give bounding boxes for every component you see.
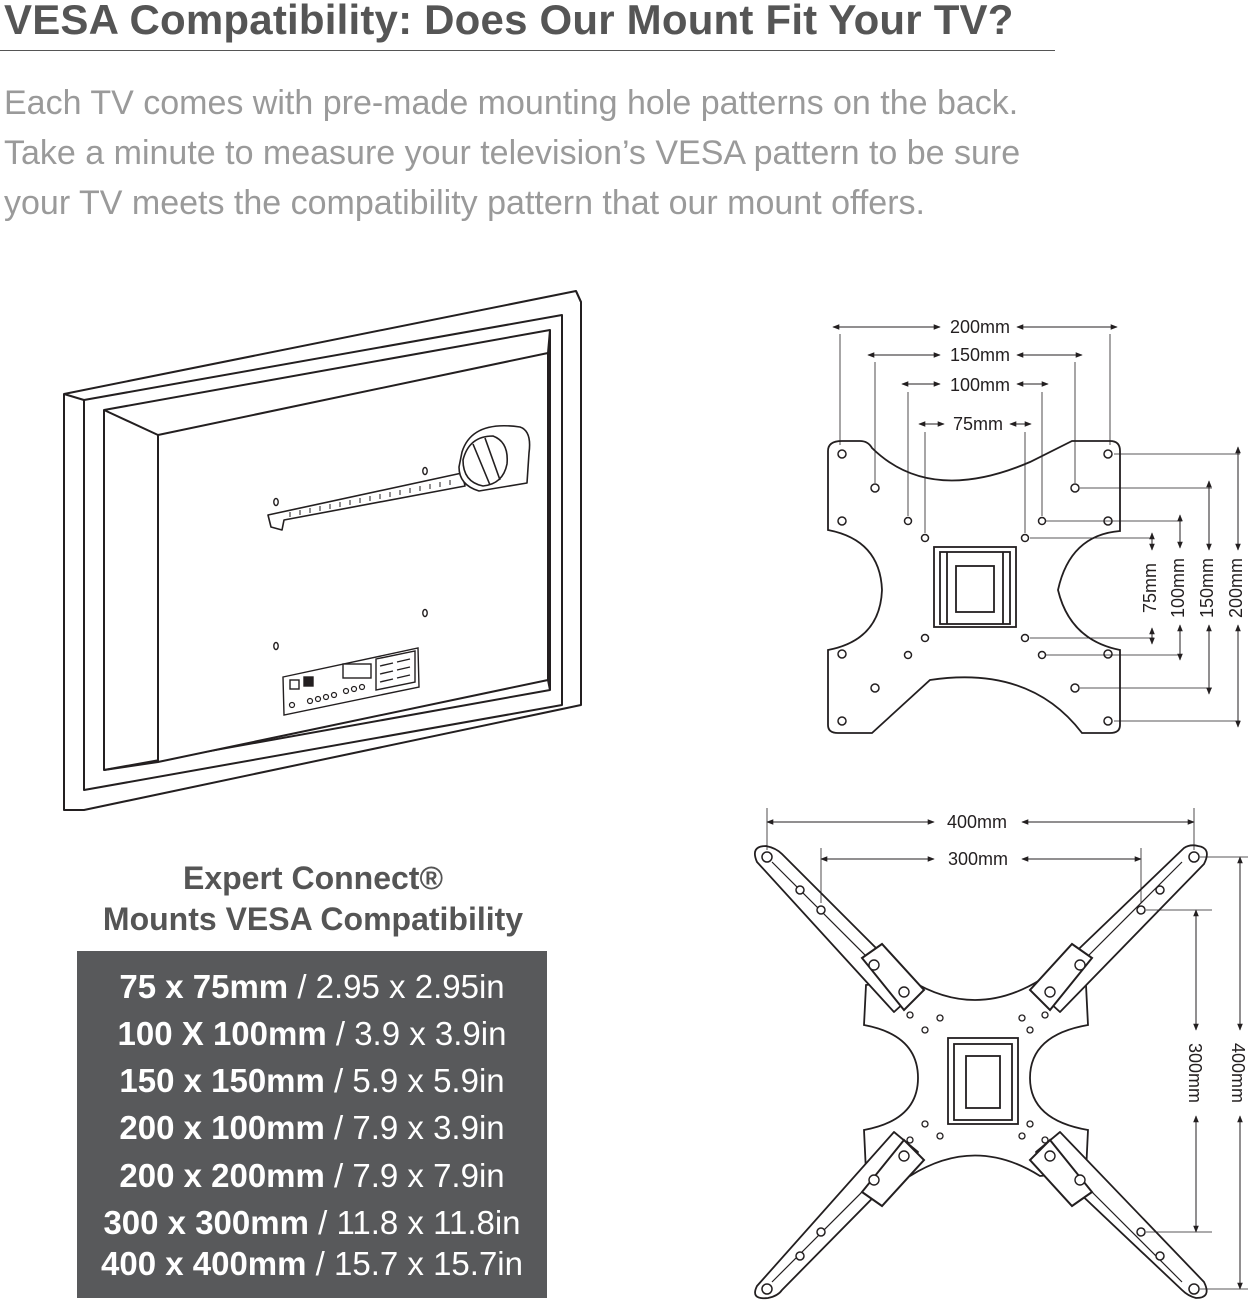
spec-row: 200 x 100mm / 7.9 x 3.9in <box>77 1109 547 1147</box>
spec-inch: / 15.7 x 15.7in <box>306 1245 523 1282</box>
small-plate-v-200-label: 200mm <box>1226 558 1246 618</box>
small-mount-plate-diagram: 200mm 150mm 100mm 75mm 75mm 100mm 150mm … <box>827 317 1246 734</box>
intro-paragraph: Each TV comes with pre-made mounting hol… <box>4 78 1124 228</box>
title-divider <box>0 50 1055 51</box>
spec-inch: / 11.8 x 11.8in <box>308 1204 521 1241</box>
spec-mm: 200 x 200mm <box>119 1157 325 1194</box>
small-plate-v-75-label: 75mm <box>1140 563 1160 613</box>
spec-mm: 75 x 75mm <box>119 968 289 1005</box>
tv-back-illustration <box>63 290 582 811</box>
page-title: VESA Compatibility: Does Our Mount Fit Y… <box>4 0 1014 43</box>
spec-inch: / 7.9 x 3.9in <box>324 1109 505 1146</box>
large-mount-plate-diagram: 400mm 300mm 300mm 400mm <box>754 808 1248 1300</box>
spec-mm: 150 x 150mm <box>119 1062 325 1099</box>
small-plate-h-100-label: 100mm <box>950 375 1010 395</box>
spec-row: 300 x 300mm / 11.8 x 11.8in <box>77 1204 547 1242</box>
spec-row: 200 x 200mm / 7.9 x 7.9in <box>77 1157 547 1195</box>
spec-mm: 200 x 100mm <box>119 1109 325 1146</box>
intro-line-1: Each TV comes with pre-made mounting hol… <box>4 84 1019 122</box>
intro-line-3: your TV meets the compatibility pattern … <box>4 184 925 222</box>
large-plate-v-300-label: 300mm <box>1185 1043 1205 1103</box>
spec-row: 75 x 75mm / 2.95 x 2.95in <box>77 968 547 1006</box>
large-plate-h-400-label: 400mm <box>947 812 1007 832</box>
spec-row: 100 X 100mm / 3.9 x 3.9in <box>77 1015 547 1053</box>
small-plate-h-200-label: 200mm <box>950 317 1010 337</box>
spec-mm: 400 x 400mm <box>101 1245 307 1282</box>
small-plate-h-75-label: 75mm <box>953 414 1003 434</box>
spec-row: 150 x 150mm / 5.9 x 5.9in <box>77 1062 547 1100</box>
large-plate-h-300-label: 300mm <box>948 849 1008 869</box>
spec-inch: / 2.95 x 2.95in <box>288 968 505 1005</box>
vesa-spec-box: 75 x 75mm / 2.95 x 2.95in 100 X 100mm / … <box>77 951 547 1298</box>
large-plate-v-400-label: 400mm <box>1228 1043 1248 1103</box>
small-plate-v-150-label: 150mm <box>1197 558 1217 618</box>
small-plate-h-150-label: 150mm <box>950 345 1010 365</box>
spec-mm: 300 x 300mm <box>103 1204 309 1241</box>
intro-line-2: Take a minute to measure your television… <box>4 134 1021 172</box>
compat-caption-line-1: Expert Connect® <box>182 860 444 896</box>
spec-mm: 100 X 100mm <box>117 1015 327 1052</box>
spec-inch: / 5.9 x 5.9in <box>324 1062 505 1099</box>
compat-caption-line-2: Mounts VESA Compatibility <box>102 901 524 937</box>
spec-inch: / 7.9 x 7.9in <box>324 1157 505 1194</box>
spec-row: 400 x 400mm / 15.7 x 15.7in <box>77 1245 547 1283</box>
small-plate-v-100-label: 100mm <box>1168 558 1188 618</box>
spec-inch: / 3.9 x 3.9in <box>326 1015 507 1052</box>
